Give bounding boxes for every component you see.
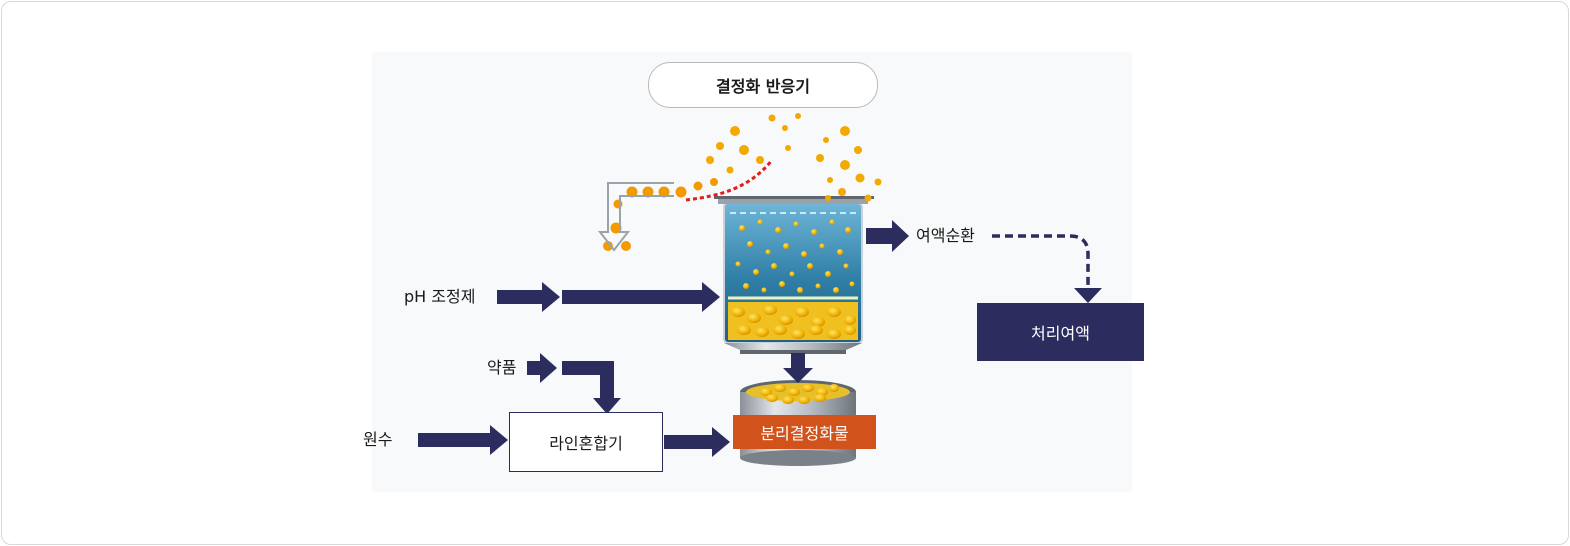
flow-arrows xyxy=(418,220,1102,457)
splash-trajectory-line xyxy=(685,159,774,202)
recycle-return-arrow xyxy=(597,182,674,252)
treated-arrowhead xyxy=(1074,288,1102,303)
separated-crystals-tag: 분리결정화물 xyxy=(733,415,876,449)
treated-filtrate-box: 처리여액 xyxy=(977,303,1144,361)
recirculation-arrow xyxy=(866,220,909,252)
line-mixer-label: 라인혼합기 xyxy=(549,434,623,453)
treated-filtrate-label: 처리여액 xyxy=(1031,324,1090,343)
recycle-bubbles xyxy=(603,178,718,251)
separated-crystals-label: 분리결정화물 xyxy=(760,424,849,443)
settled-crystal-bed xyxy=(731,305,856,339)
suspended-crystal-particles xyxy=(735,219,855,293)
ph-arrow-2 xyxy=(562,282,720,312)
diagram-title: 결정화 반응기 xyxy=(648,62,878,108)
recirculation-dashed-line xyxy=(992,234,1090,290)
raw-water-arrow xyxy=(418,425,508,455)
line-mixer-box: 라인혼합기 xyxy=(509,412,663,472)
raw-water-label: 원수 xyxy=(363,430,393,449)
filtrate-recirculation-label: 여액순환 xyxy=(916,226,975,245)
ph-arrow-1 xyxy=(497,282,560,312)
tank-output-arrow xyxy=(783,353,813,383)
splash-particles xyxy=(706,113,882,202)
chemicals-elbow-arrow xyxy=(562,361,621,414)
ph-adjuster-label: pH 조정제 xyxy=(404,287,476,306)
chemicals-arrow xyxy=(527,353,557,383)
collected-crystals xyxy=(760,384,839,404)
mixer-output-arrow xyxy=(664,427,730,457)
chemicals-label: 약품 xyxy=(487,358,517,377)
